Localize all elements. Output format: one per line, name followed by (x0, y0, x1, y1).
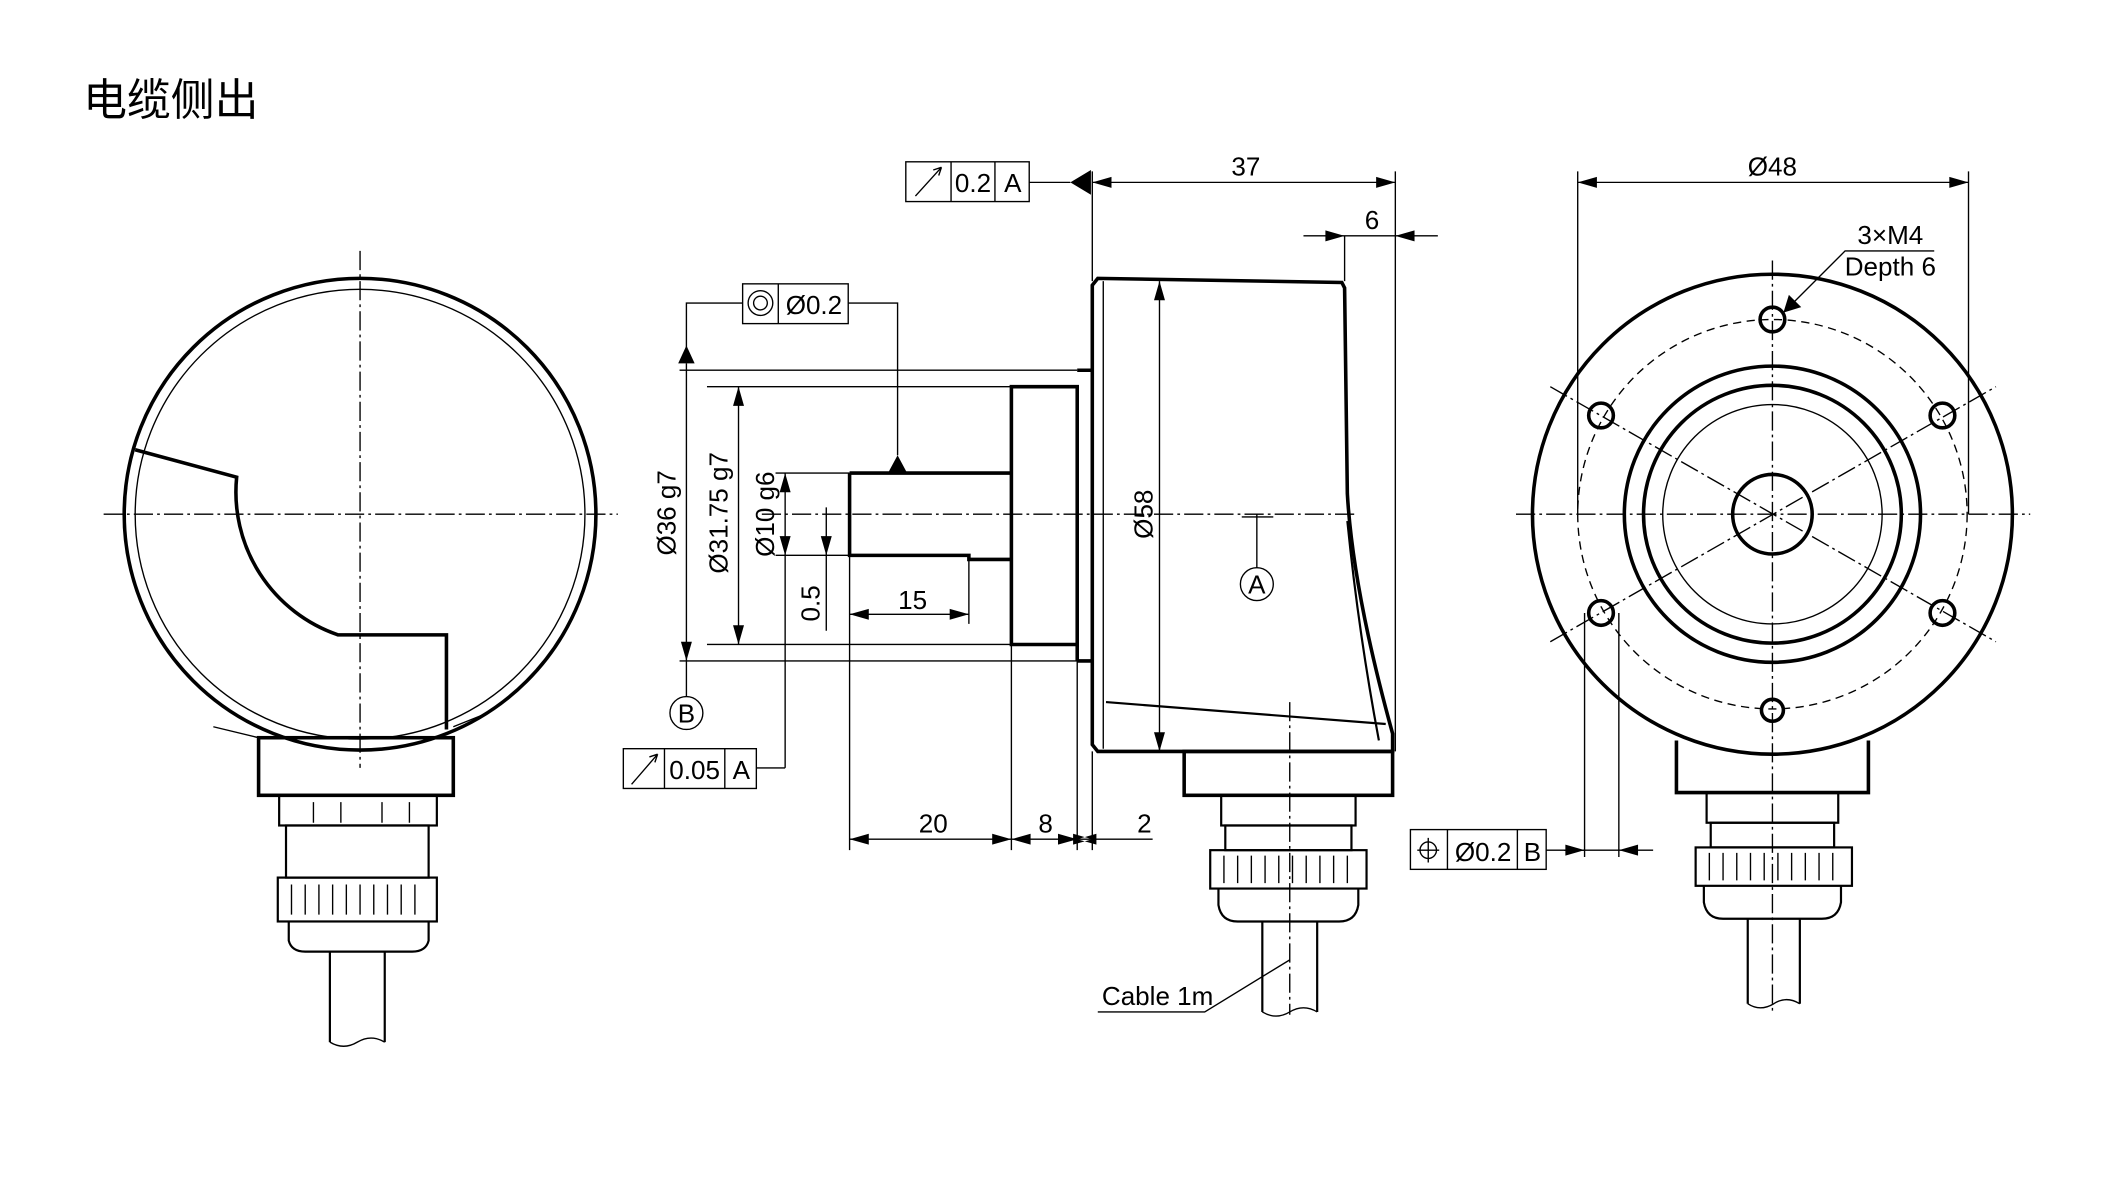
dim-d3175: Ø31.75 g7 (704, 452, 734, 574)
dim-8: 8 (1038, 808, 1053, 838)
dim-d05: 0.5 (795, 585, 825, 621)
middle-side-view (678, 170, 1438, 1017)
dim-15: 15 (898, 585, 927, 615)
datum-b: B (669, 660, 704, 731)
dim-d10: Ø10 g6 (750, 471, 780, 556)
svg-text:Ø0.2: Ø0.2 (786, 290, 842, 320)
svg-text:A: A (733, 755, 751, 785)
svg-text:B: B (678, 699, 695, 729)
dim-2: 2 (1137, 808, 1152, 838)
svg-text:Ø0.2: Ø0.2 (1455, 837, 1511, 867)
dim-d58: Ø58 (1129, 490, 1159, 539)
runout-frame-bottom: 0.05 A (622, 748, 786, 790)
dim-depth: Depth 6 (1845, 252, 1936, 282)
dim-d48: Ø48 (1748, 152, 1797, 182)
dim-37: 37 (1231, 152, 1260, 182)
cable-label: Cable 1m (1102, 981, 1213, 1011)
front-view (1516, 171, 2031, 1015)
position-frame: Ø0.2 B (1409, 828, 1585, 871)
dim-20: 20 (919, 808, 948, 838)
runout-frame-top: 0.2 A (905, 161, 1071, 203)
concentricity-frame: Ø0.2 (685, 283, 899, 456)
svg-text:0.2: 0.2 (955, 168, 991, 198)
dim-6: 6 (1365, 205, 1380, 235)
dim-thread: 3×M4 (1857, 220, 1923, 250)
dim-d36: Ø36 g7 (651, 470, 681, 555)
datum-a: A (1239, 567, 1274, 602)
svg-text:0.05: 0.05 (669, 755, 720, 785)
left-side-view (103, 250, 618, 1047)
svg-text:A: A (1004, 168, 1022, 198)
drawing-title: 电缆侧出 (83, 75, 258, 126)
svg-text:B: B (1524, 837, 1541, 867)
svg-text:A: A (1248, 570, 1266, 600)
